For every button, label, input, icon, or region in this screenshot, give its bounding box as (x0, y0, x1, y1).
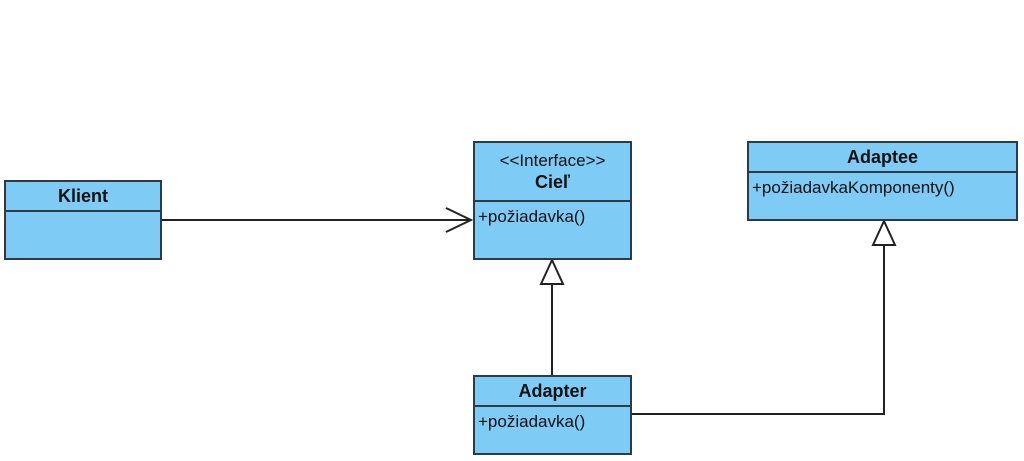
class-name: Klient (57, 186, 108, 206)
class-operation: +požiadavkaKomponenty() (752, 178, 955, 197)
class-members (6, 212, 160, 217)
class-header: Klient (6, 182, 160, 212)
class-header: Adapter (475, 377, 630, 407)
class-operation: +požiadavka() (478, 412, 586, 431)
class-adapter[interactable]: Adapter +požiadavka() (473, 375, 632, 455)
class-ciel[interactable]: <<Interface>> Cieľ +požiadavka() (473, 141, 632, 260)
class-stereotype: <<Interface>> (499, 150, 606, 170)
open-arrowhead-icon (445, 207, 474, 233)
class-members: +požiadavka() (475, 202, 630, 227)
class-name: Adapter (518, 381, 587, 401)
class-klient[interactable]: Klient (4, 180, 162, 260)
class-name: Cieľ (535, 171, 570, 192)
class-members: +požiadavka() (475, 407, 630, 432)
class-header: <<Interface>> Cieľ (475, 143, 630, 202)
class-members: +požiadavkaKomponenty() (749, 173, 1016, 198)
hollow-triangle-icon (871, 218, 897, 246)
class-name: Adaptee (846, 147, 918, 167)
hollow-triangle-icon (539, 257, 565, 285)
class-operation: +požiadavka() (478, 207, 586, 226)
generalization-line-adapter-adaptee (632, 245, 885, 415)
class-header: Adaptee (749, 143, 1016, 173)
class-adaptee[interactable]: Adaptee +požiadavkaKomponenty() (747, 141, 1018, 221)
